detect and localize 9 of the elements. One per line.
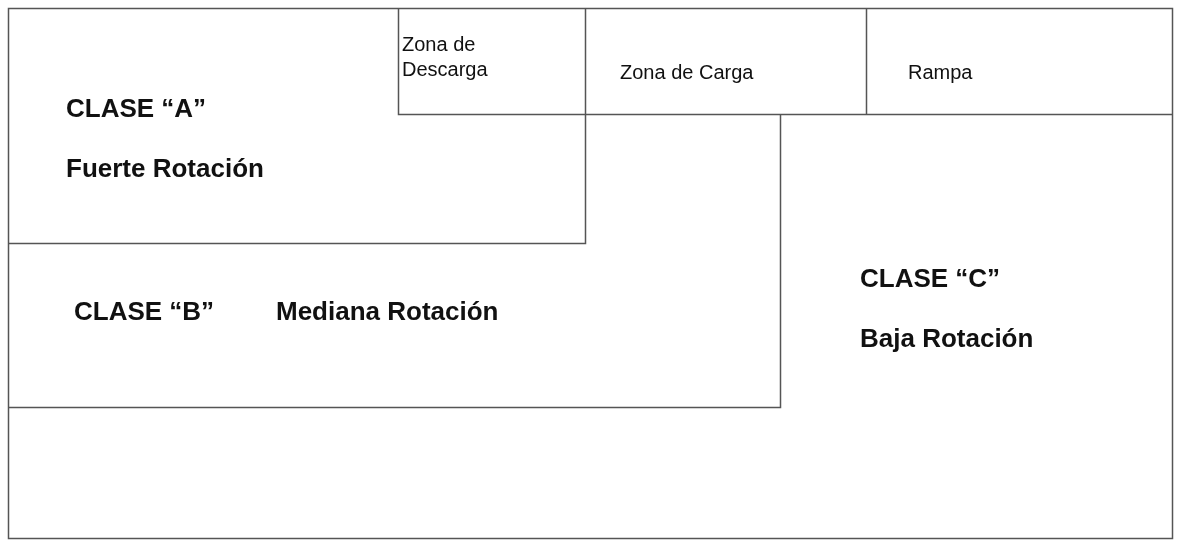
class-heading: CLASE “A”: [66, 92, 207, 125]
zone-label: Rampa: [908, 60, 973, 85]
class-heading: CLASE “C”: [860, 262, 1001, 295]
class-heading: CLASE “B”: [74, 295, 215, 328]
rotation-label: Mediana Rotación: [276, 295, 499, 328]
zone-label: Zona de Carga: [620, 60, 754, 85]
rotation-label: Baja Rotación: [860, 322, 1034, 355]
zone-label: Zona de Descarga: [402, 32, 489, 82]
rotation-label: Fuerte Rotación: [66, 152, 264, 185]
